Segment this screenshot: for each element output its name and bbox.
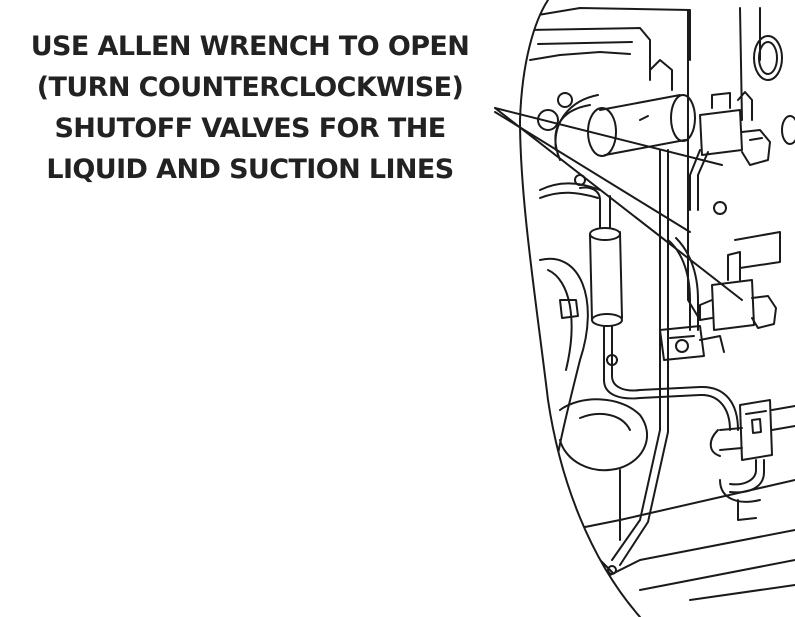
receiver-tank: [538, 93, 695, 160]
compressor: [540, 259, 647, 470]
liquid-shutoff-valve: [700, 232, 780, 330]
fittings: [575, 60, 726, 574]
refrigerant-tubing: [540, 150, 738, 572]
pressure-control: [660, 326, 724, 360]
filter-drier: [580, 188, 640, 399]
suction-shutoff-valve: [690, 92, 770, 210]
instruction-callout: USE ALLEN WRENCH TO OPEN (TURN COUNTERCL…: [0, 26, 500, 190]
cutaway-edge: [520, 0, 640, 617]
panel-portholes: [754, 36, 795, 144]
instruction-line-3: SHUTOFF VALVES FOR THE: [54, 113, 446, 144]
instruction-line-1: USE ALLEN WRENCH TO OPEN: [30, 31, 470, 62]
solenoid-valve: [711, 400, 795, 520]
instruction-line-2: (TURN COUNTERCLOCKWISE): [36, 72, 464, 103]
leader-lines: [495, 108, 742, 300]
instruction-line-4: LIQUID AND SUCTION LINES: [46, 154, 454, 185]
